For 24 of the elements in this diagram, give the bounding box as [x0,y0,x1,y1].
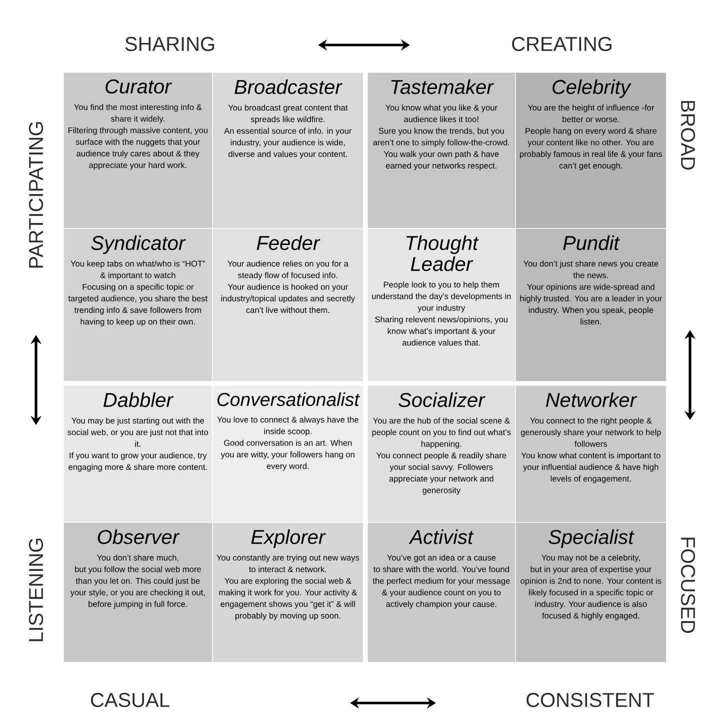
axis-label: CONSISTENT [526,692,654,708]
axis-label: FOCUSED [680,538,696,633]
profile-cell: Explorer You constantly are trying out new ways to interact & network. You are exploring the social web & making it work for you. Your activity & engagement shows you “get it” & will probably by moving up soon. [212,522,364,663]
axis-label: PARTICIPATING [28,122,44,268]
profile-cell: Dabbler You may be just starting out with the social web, or you are just not that into it. If you want to grow your audience, try engaging more & share more content. [63,385,213,523]
axis-label: SHARING [125,36,214,52]
profile-cell: Feeder Your audience relies on you for a steady flow of focused info. Your audience is hooked on your industry/topical updates and secretly can’t live without them. [212,228,364,382]
axis-label: CREATING [512,36,612,52]
profile-cell: Conversationalist You love to connect & always have the inside scoop. Good conversation is an art. When you are witty, your followers hang on every word. [212,385,364,523]
profile-cell: Tastemaker You know what you like & your audience likes it too! Sure you know the trends, but you aren’t one to simply follow-the-crowd. You walk your own path & have earned your networks respect. [367,72,516,229]
profile-cell: Networker You connect to the right people & generously share your network to help followers You know what content is important to your influential audience & have high levels of engagement. [515,385,667,523]
axis-label: BROAD [680,101,696,170]
profile-cell: Thought Leader People look to you to help them understand the day’s developments in your industry Sharing relevent news/opinions, you know what’s important & your audience values that. [367,228,516,382]
profile-cell: Celebrity You are the height of influence -for better or worse. People hang on every word & share your content like no other. You are probably famous in real life & your fans can’t get enough. [515,72,667,229]
axis-label: LISTENING [28,538,44,642]
profile-cell: Activist You’ve got an idea or a cause to share with the world. You’ve found the perfect medium for your message & your audience count on you to actively champion your cause. [367,522,516,663]
profile-cell: Curator You find the most interesting info & share it widely. Filtering through massive content, you surface with the nuggets that your audience truly cares about & they appreciate your hard work. [63,72,213,229]
axis-label: CASUAL [91,692,170,708]
profile-cell: Broadcaster You broadcast great content that spreads like wildfire. An essential source of info. in your industry, your audience is wide, diverse and values your content. [212,72,364,229]
profile-cell: Observer You don’t share much, but you follow the social web more than you let on. This could just be your style, or you are checking it out, before jumping in full force. [63,522,213,663]
profile-cell: Syndicator You keep tabs on what/who is “HOT” & important to watch Focusing on a specific topic or targeted audience, you share the best trending info & save followers from having to keep up on their own. [63,228,213,382]
profile-cell: Socializer You are the hub of the social scene & people count on you to find out what’s happening. You connect people & readily share your social savvy. Followers appreciate your network and generosity [367,385,516,523]
profile-cell: Pundit You don’t just share news you create the news. Your opinions are wide-spread and highly trusted. You are a leader in your industry. When you speak, people listen. [515,228,667,382]
profile-cell: Specialist You may not be a celebrity, but in your area of expertise your opinion is 2nd to none. Your content is likely focused in a specific topic or industry. Your audience is also focused & highly engaged. [515,522,667,663]
